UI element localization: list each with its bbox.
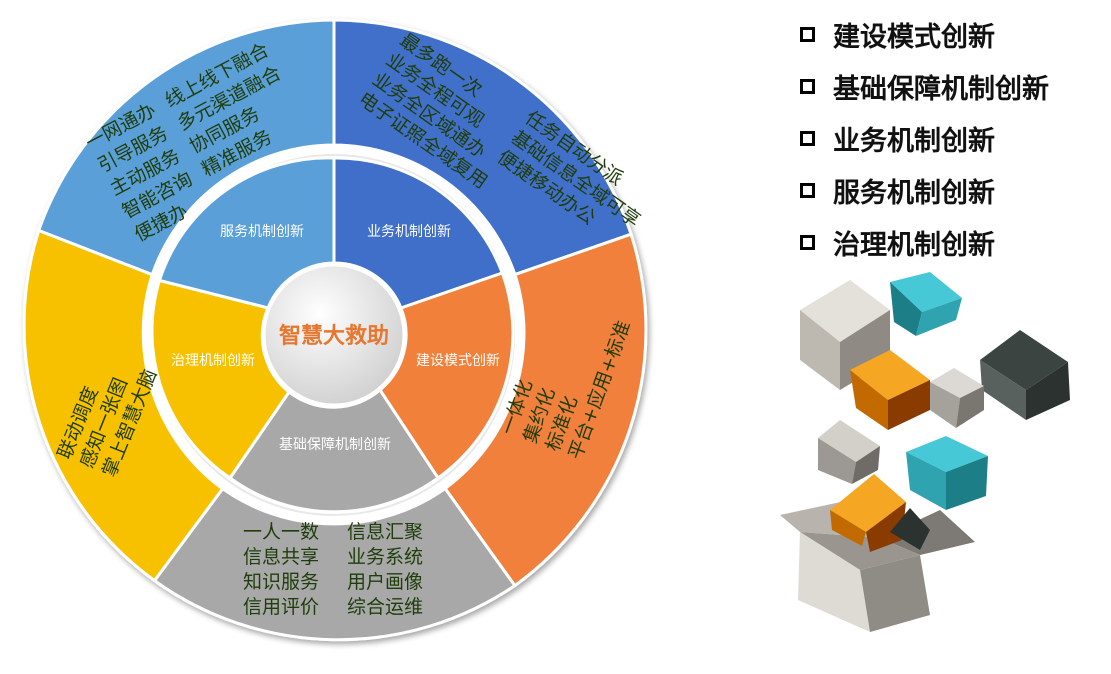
checkbox-icon <box>800 234 815 250</box>
center-circle <box>262 263 406 407</box>
foundation-item: 知识服务 <box>243 571 319 593</box>
outer-sector-service <box>36 18 336 277</box>
cube-teal-icon <box>890 272 962 336</box>
legend-item: 治理机制创新 <box>800 216 1100 268</box>
legend-label: 建设模式创新 <box>833 21 995 53</box>
cube-grey-icon <box>930 368 984 428</box>
cube-open-box-icon <box>780 474 975 632</box>
cube-dark-icon <box>980 330 1070 420</box>
foundation-item: 业务系统 <box>347 546 423 568</box>
cubes-illustration <box>780 272 1070 632</box>
inner-label-governance: 治理机制创新 <box>171 353 255 369</box>
inner-sector-construction <box>378 271 515 481</box>
outer-text-foundation: 一人一数 信息汇聚 信息共享 业务系统 知识服务 用户画像 信用评价 综合运维 <box>243 521 423 618</box>
center-label: 智慧大救助 <box>279 323 389 349</box>
innovation-wheel-diagram: 智慧大救助 服务机制创新 业务机制创新 建设模式创新 基础保障机制创新 治理机制… <box>22 18 648 642</box>
cube-orange-icon <box>850 350 930 430</box>
legend-item: 服务机制创新 <box>800 164 1100 216</box>
checkbox-icon <box>800 130 815 146</box>
cube-teal-icon <box>906 436 988 510</box>
inner-sector-business <box>332 156 505 310</box>
legend-label: 基础保障机制创新 <box>833 73 1049 105</box>
inner-sector-governance <box>150 278 292 481</box>
checkbox-icon <box>800 26 815 42</box>
outer-text-business-a: 最多跑一次 业务全程可观 业务全区域通办 电子证照全域复用 <box>354 29 491 193</box>
inner-label-construction: 建设模式创新 <box>416 353 500 369</box>
checkbox-icon <box>800 182 815 198</box>
inner-label-service: 服务机制创新 <box>220 224 304 240</box>
cube-grey-icon <box>818 420 880 484</box>
inner-label-business: 业务机制创新 <box>367 224 451 240</box>
foundation-item: 综合运维 <box>347 596 423 618</box>
checkbox-icon <box>800 78 815 94</box>
foundation-item: 信息汇聚 <box>347 521 423 543</box>
legend-label: 服务机制创新 <box>833 177 995 209</box>
legend: 建设模式创新 基础保障机制创新 业务机制创新 服务机制创新 治理机制创新 <box>800 8 1100 268</box>
foundation-item: 信用评价 <box>243 596 319 618</box>
inner-sector-service <box>157 156 336 310</box>
foundation-item: 用户画像 <box>347 571 423 593</box>
foundation-item: 一人一数 <box>243 521 319 543</box>
foundation-item: 信息共享 <box>243 546 319 568</box>
legend-item: 基础保障机制创新 <box>800 60 1100 112</box>
inner-sector-foundation <box>227 387 441 514</box>
legend-label: 治理机制创新 <box>833 229 995 261</box>
inner-label-foundation: 基础保障机制创新 <box>279 436 391 453</box>
legend-item: 业务机制创新 <box>800 112 1100 164</box>
legend-label: 业务机制创新 <box>833 125 995 157</box>
legend-item: 建设模式创新 <box>800 8 1100 60</box>
